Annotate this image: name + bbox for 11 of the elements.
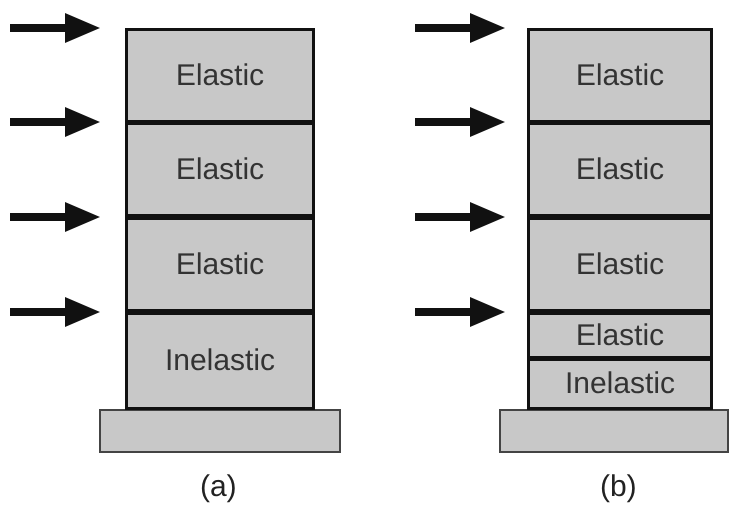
story-block: Elastic <box>527 122 713 217</box>
story-block: Inelastic <box>527 358 713 410</box>
story-block: Elastic <box>527 312 713 359</box>
story-block: Elastic <box>125 217 315 312</box>
panel-label: (a) <box>200 472 237 502</box>
panel-label: (b) <box>600 472 637 502</box>
story-block: Elastic <box>527 217 713 312</box>
story-block: Inelastic <box>125 312 315 410</box>
story-block: Elastic <box>125 28 315 123</box>
story-block: Elastic <box>527 28 713 123</box>
story-block: Elastic <box>125 122 315 217</box>
